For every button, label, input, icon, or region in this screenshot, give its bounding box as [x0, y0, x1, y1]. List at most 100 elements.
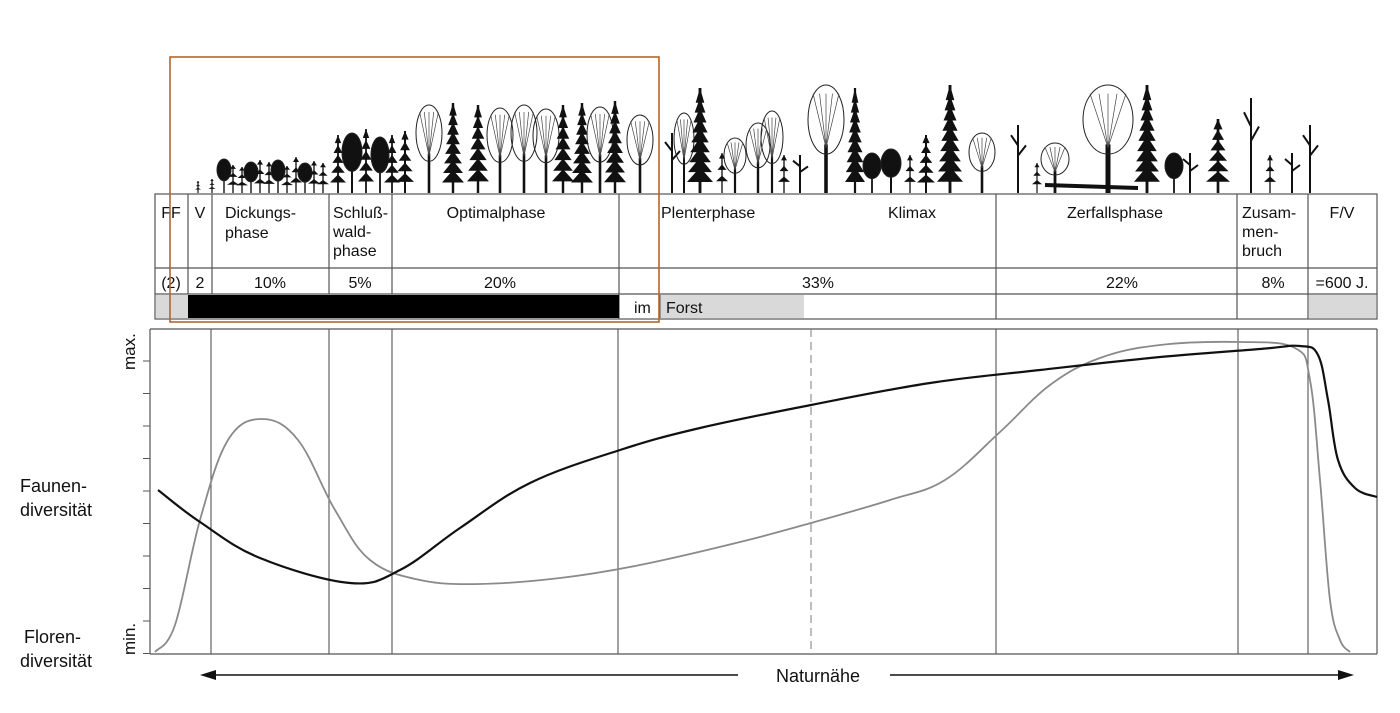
phase-schluss-label: Schluß- wald- phase [332, 205, 393, 260]
y-axis-min-label: min. [120, 623, 139, 655]
fauna-diversity-label: Faunen- diversität [20, 476, 92, 520]
deciduous-tree-icon [1082, 84, 1134, 193]
deciduous-tree-icon [862, 152, 882, 193]
deciduous-tree-icon [532, 108, 560, 193]
percent-dickung: 10% [254, 275, 286, 292]
left-side-labels: Faunen- diversität Floren- diversität [20, 476, 92, 671]
y-axis-ticks [143, 360, 150, 654]
conifer-tree-icon [552, 105, 574, 193]
y-axis-max-label: max. [120, 333, 139, 370]
forst-bar-black [188, 295, 619, 318]
deciduous-tree-icon [1164, 152, 1184, 193]
conifer-tree-icon [254, 160, 266, 193]
phase-dickung-label: Dickungs- phase [225, 205, 301, 242]
conifer-tree-icon [917, 135, 935, 193]
forst-bar-gray-mid [660, 295, 804, 318]
conifer-tree-icon [571, 103, 593, 193]
conifer-tree-icon [308, 161, 320, 193]
deciduous-tree-icon [243, 161, 259, 193]
conifer-tree-icon [290, 157, 302, 193]
dead-tree-icon [664, 133, 681, 193]
deciduous-tree-icon [370, 136, 390, 193]
percent-ff: (2) [161, 275, 181, 292]
deciduous-tree-icon [216, 158, 232, 193]
dead-tree-icon [1010, 125, 1027, 193]
forst-im-label: im [634, 300, 651, 317]
deciduous-tree-icon [510, 104, 538, 193]
fallen-log-icon [1044, 183, 1139, 190]
percent-fv: =600 J. [1316, 275, 1369, 292]
phase-dividers [210, 329, 1309, 654]
y-axis-labels: max. min. [120, 333, 139, 655]
flora-diversity-label: Floren- diversität [20, 627, 92, 671]
conifer-tree-icon [236, 167, 248, 193]
deciduous-tree-icon [297, 162, 313, 193]
forst-bar-gray-left [156, 295, 188, 318]
percent-schluss: 5% [348, 275, 371, 292]
phase-zerfall-label: Zerfallsphase [1067, 205, 1163, 222]
naturnaehe-label: Naturnähe [776, 666, 860, 686]
dead-tree-icon [1243, 98, 1260, 193]
highlight-box [169, 56, 660, 323]
flora-diversity-curve [154, 340, 1351, 653]
conifer-tree-icon [281, 166, 293, 193]
conifer-tree-icon [195, 181, 201, 193]
deciduous-tree-icon [968, 132, 996, 193]
dead-tree-icon [1182, 153, 1199, 193]
phase-ff-label: FF [161, 205, 181, 222]
phase-v-label: V [195, 205, 206, 222]
conifer-tree-icon [396, 131, 414, 193]
conifer-tree-icon [1206, 119, 1230, 193]
forest-silhouette-row [195, 84, 1319, 193]
conifer-tree-icon [687, 88, 713, 193]
conifer-tree-icon [467, 105, 489, 193]
deciduous-tree-icon [586, 106, 614, 193]
deciduous-tree-icon [486, 107, 514, 193]
percent-zerfall: 22% [1106, 275, 1138, 292]
deciduous-tree-icon [880, 148, 902, 193]
conifer-tree-icon [358, 129, 374, 193]
fauna-diversity-curve [157, 344, 1378, 585]
phase-table [154, 193, 1378, 320]
percent-zusammen: 8% [1261, 275, 1284, 292]
phase-zusammen-label: Zusam- men- bruch [1242, 205, 1301, 260]
deciduous-tree-icon [341, 132, 363, 193]
deciduous-tree-icon [760, 110, 784, 193]
phase-klimax-label: Klimax [888, 205, 936, 222]
deciduous-tree-icon [1040, 142, 1070, 193]
conifer-tree-icon [442, 103, 464, 193]
conifer-tree-icon [227, 165, 239, 193]
conifer-tree-icon [208, 179, 216, 193]
percent-v: 2 [196, 275, 205, 292]
conifer-tree-icon [604, 101, 626, 193]
forst-bar-gray-right [1309, 295, 1376, 318]
forst-label: Forst [666, 300, 703, 317]
percent-plenter-klimax: 33% [802, 275, 834, 292]
conifer-tree-icon [1264, 155, 1276, 193]
deciduous-tree-icon [745, 122, 771, 193]
dead-tree-icon [792, 155, 809, 193]
deciduous-tree-icon [807, 84, 845, 193]
phase-fv-label: F/V [1330, 205, 1355, 222]
conifer-tree-icon [778, 155, 790, 193]
dead-tree-icon [1302, 125, 1319, 193]
phase-name-row: FF V Dickungs- phase Schluß- wald- phase… [161, 205, 1355, 260]
percent-optimal: 20% [484, 275, 516, 292]
phase-plenter-label: Plenterphase [661, 205, 755, 222]
dead-tree-icon [1284, 153, 1301, 193]
conifer-tree-icon [384, 135, 400, 193]
conifer-tree-icon [1032, 163, 1042, 193]
conifer-tree-icon [937, 85, 963, 193]
deciduous-tree-icon [723, 137, 747, 193]
conifer-tree-icon [317, 163, 329, 193]
phase-percent-row: (2) 2 10% 5% 20% 33% 22% 8% =600 J. [161, 275, 1368, 292]
naturnaehe-arrow: Naturnähe [200, 666, 1354, 686]
phase-optimal-label: Optimalphase [447, 205, 546, 222]
deciduous-tree-icon [415, 104, 443, 193]
conifer-tree-icon [845, 88, 865, 193]
forst-bar: im Forst [156, 295, 1376, 318]
conifer-tree-icon [904, 155, 916, 193]
conifer-tree-icon [716, 153, 728, 193]
chart-frame [149, 328, 1378, 655]
